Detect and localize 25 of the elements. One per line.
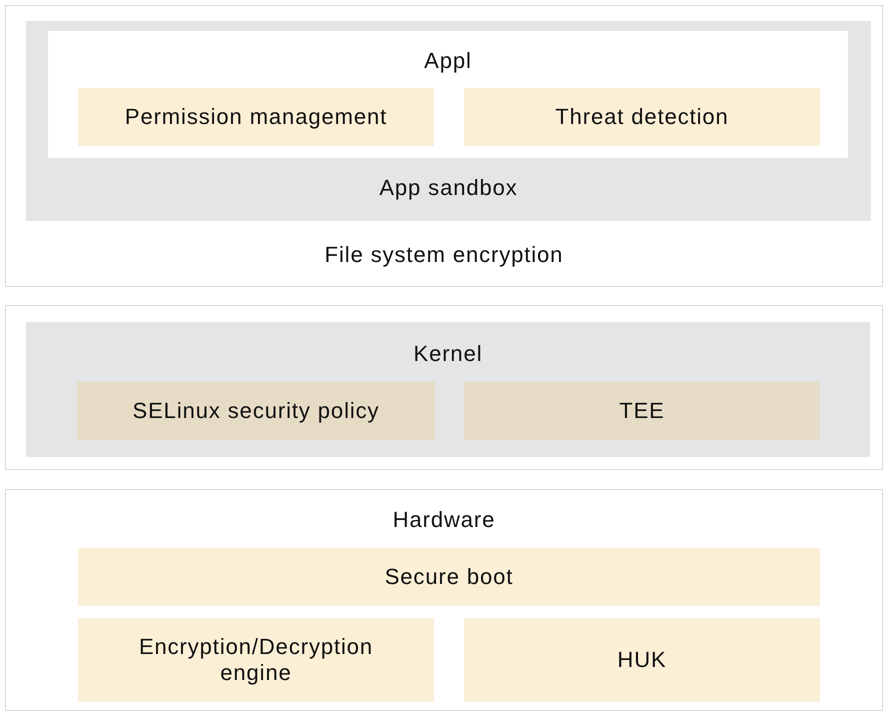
layer-panel (5, 305, 883, 470)
layer-label: SELinux security policy (132, 398, 380, 424)
layer-label: Secure boot (384, 564, 514, 590)
layer-panel (5, 5, 883, 287)
layer-label: App sandbox (378, 175, 519, 201)
layer-label: Appl (423, 48, 473, 74)
feature-box (77, 382, 435, 440)
layer-label: Kernel (412, 341, 484, 367)
app-panel (48, 31, 848, 158)
feature-box (78, 548, 820, 606)
layer-label: Threat detection (554, 104, 730, 130)
feature-box (464, 382, 820, 440)
feature-box (464, 618, 820, 702)
feature-box (464, 88, 820, 146)
layer-label: Hardware (392, 507, 496, 533)
sandbox-panel (26, 21, 871, 221)
layer-panel (5, 489, 883, 711)
layer-label: Permission management (124, 104, 388, 130)
layer-label: Encryption/Decryption engine (138, 634, 374, 686)
kernel-panel (26, 322, 870, 457)
layer-label: File system encryption (324, 242, 564, 268)
feature-box (78, 88, 434, 146)
feature-box (78, 618, 434, 702)
layer-label: HUK (616, 647, 668, 673)
layer-label: TEE (618, 398, 666, 424)
